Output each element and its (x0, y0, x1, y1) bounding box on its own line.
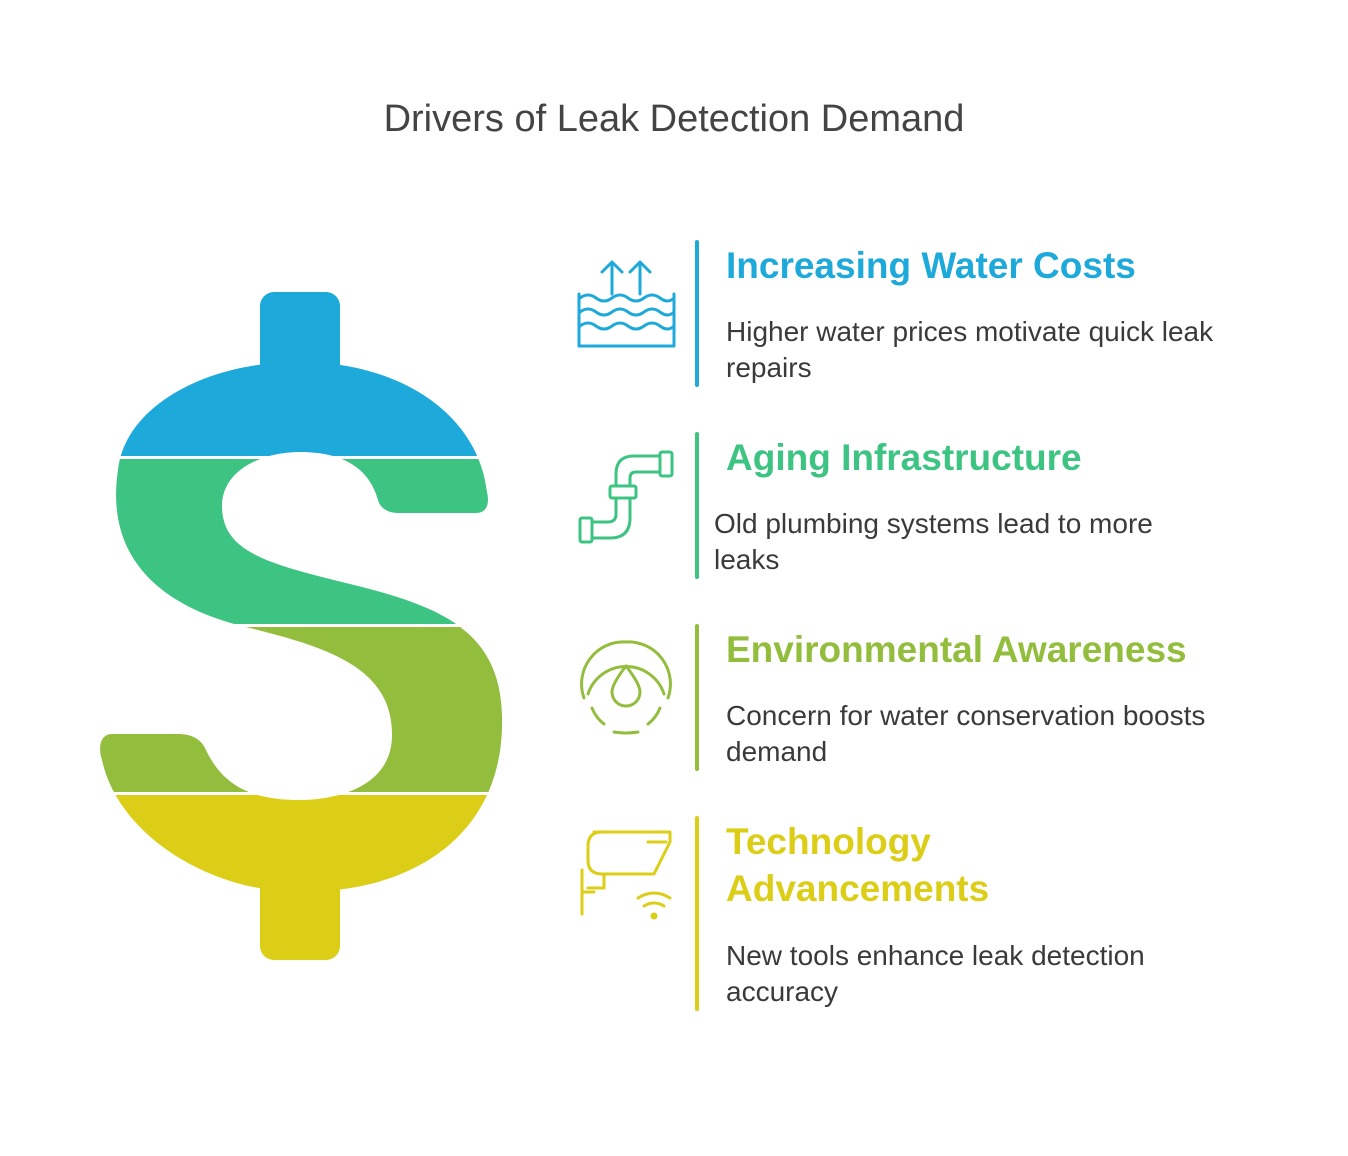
item-divider (695, 816, 699, 1011)
item-description: New tools enhance leak detection accurac… (726, 940, 1145, 1007)
item-description: Higher water prices motivate quick leak … (726, 316, 1214, 383)
item-description: Concern for water conservation boosts de… (726, 700, 1206, 767)
item-heading: Environmental Awareness (726, 629, 1187, 670)
diagram-title: Drivers of Leak Detection Demand (383, 98, 965, 140)
driver-item-water-costs: Increasing Water Costs Higher water pric… (574, 240, 1294, 390)
driver-item-environmental-awareness: Environmental Awareness Concern for wate… (574, 624, 1294, 774)
dollar-sign-graphic (95, 288, 505, 968)
water-drop-icon (580, 640, 672, 735)
item-heading: Increasing Water Costs (726, 245, 1136, 286)
item-heading: Aging Infrastructure (726, 437, 1082, 478)
item-divider (695, 432, 699, 579)
pipe-icon (578, 450, 674, 544)
water-rising-icon (577, 260, 676, 348)
camera-wifi-icon (580, 830, 672, 920)
item-divider (695, 240, 699, 387)
item-description: Old plumbing systems lead to more leaks (714, 508, 1153, 575)
item-divider (695, 624, 699, 771)
item-heading: Technology Advancements (726, 821, 990, 909)
driver-item-aging-infrastructure: Aging Infrastructure Old plumbing system… (574, 432, 1294, 582)
driver-item-technology-advancements: Technology Advancements New tools enhanc… (574, 816, 1294, 1016)
